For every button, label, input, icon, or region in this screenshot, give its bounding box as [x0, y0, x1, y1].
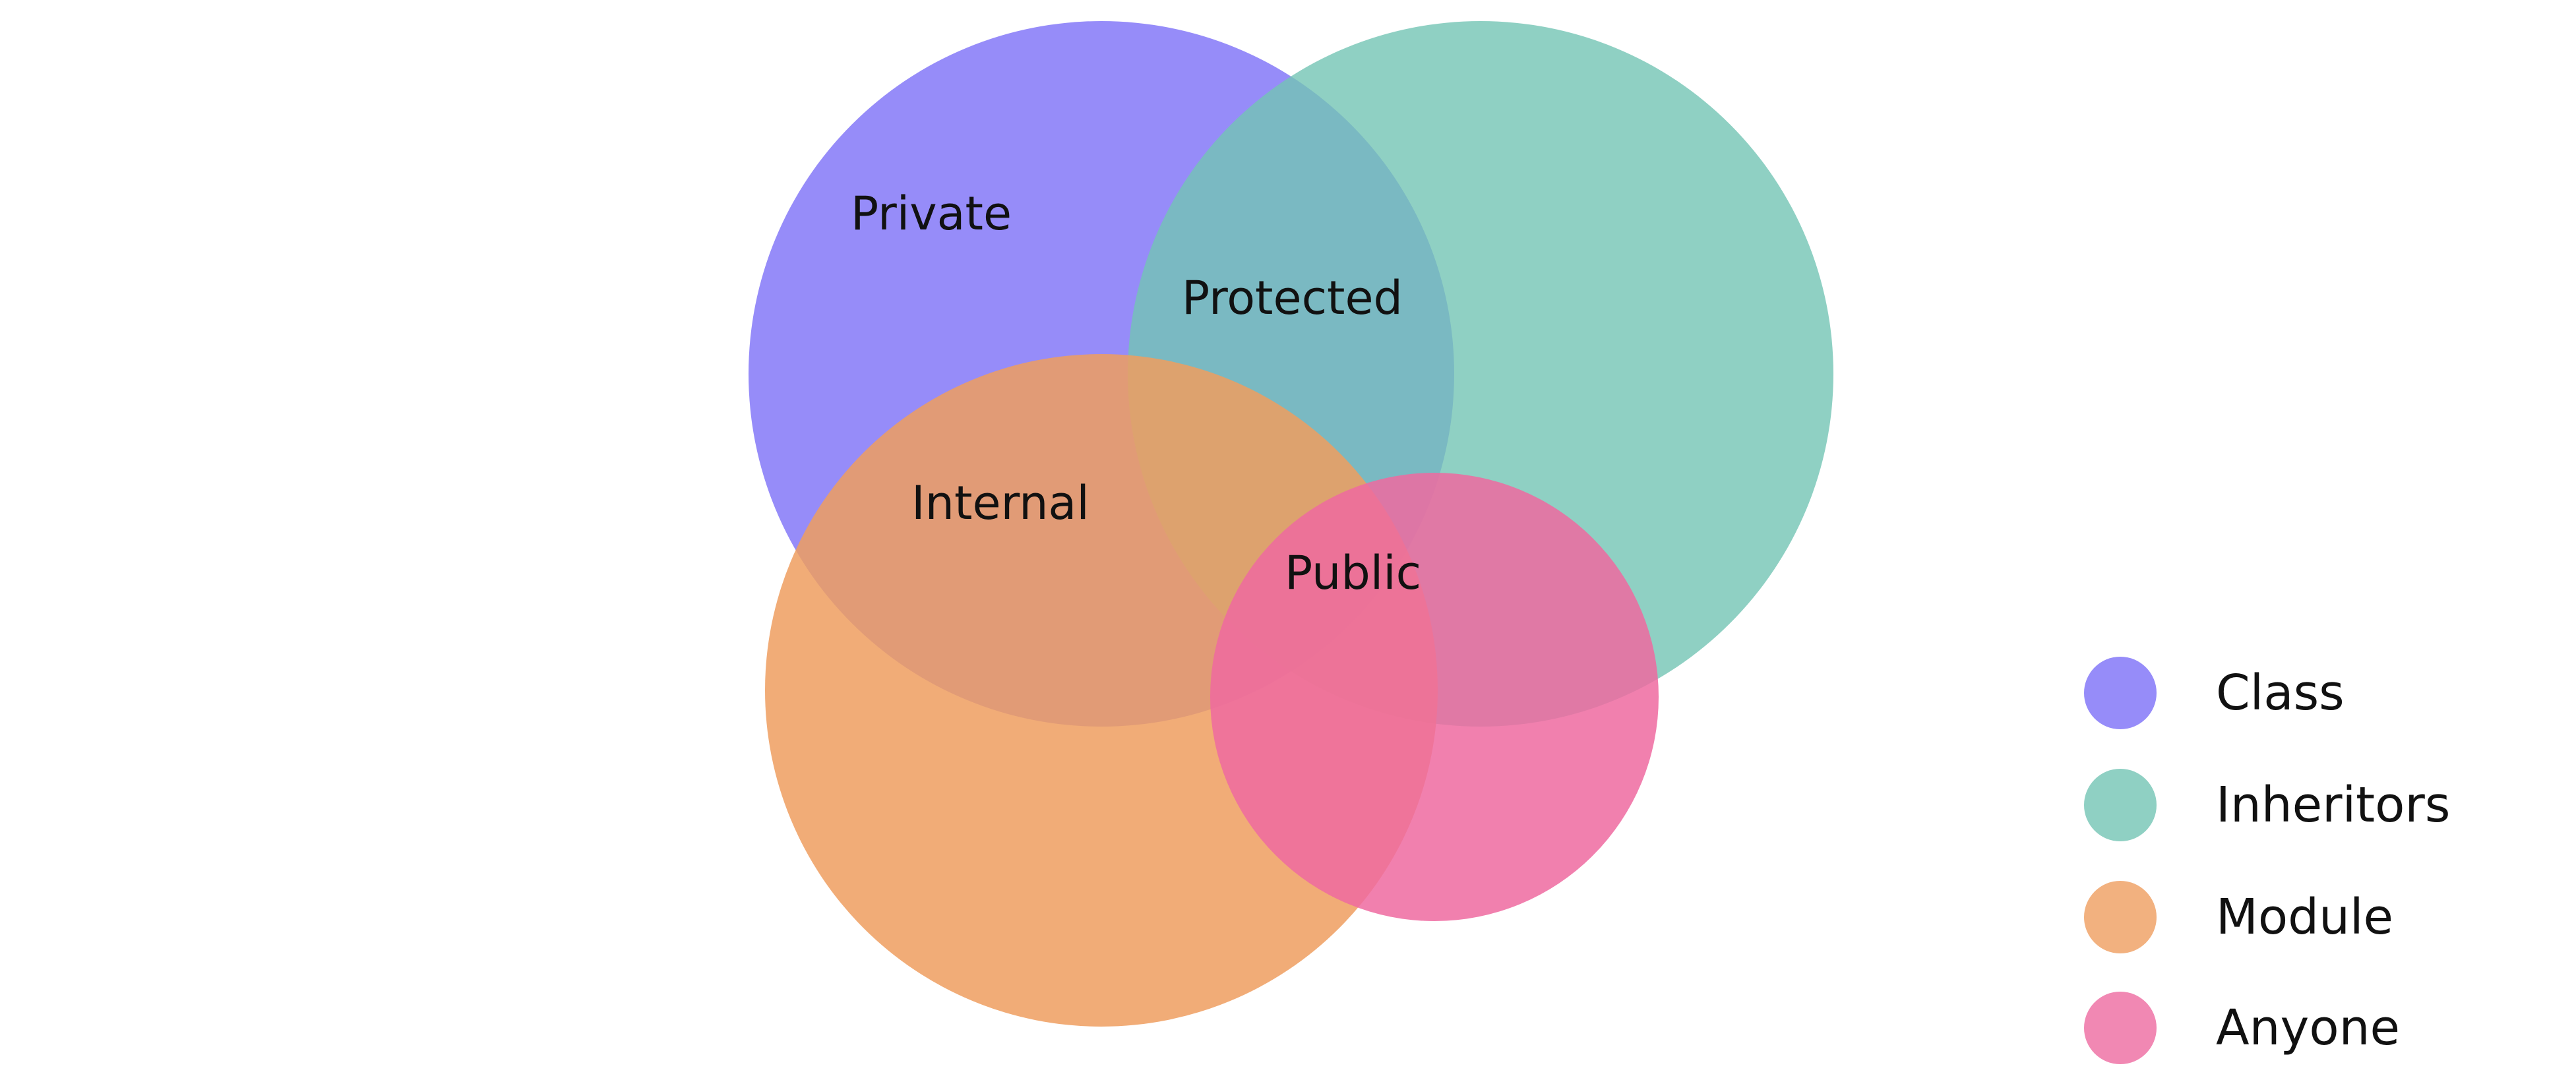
legend-item-inheritors: Inheritors [2084, 768, 2450, 842]
legend-item-anyone: Anyone [2084, 991, 2400, 1065]
region-label-private: Private [851, 187, 1012, 241]
legend-swatch-module [2084, 881, 2157, 953]
circle-module [765, 354, 1438, 1027]
circle-anyone [1210, 473, 1659, 921]
legend-item-class: Class [2084, 656, 2345, 730]
legend-label-class: Class [2216, 665, 2345, 721]
region-label-public: Public [1285, 546, 1421, 600]
legend-swatch-anyone [2084, 992, 2157, 1064]
region-label-internal: Internal [911, 476, 1089, 530]
legend-swatch-inheritors [2084, 769, 2157, 841]
region-label-protected: Protected [1182, 271, 1403, 325]
legend-label-inheritors: Inheritors [2216, 777, 2451, 833]
legend-label-anyone: Anyone [2216, 1000, 2401, 1056]
legend-swatch-class [2084, 657, 2157, 729]
legend-label-module: Module [2216, 889, 2394, 945]
legend-item-module: Module [2084, 880, 2393, 954]
